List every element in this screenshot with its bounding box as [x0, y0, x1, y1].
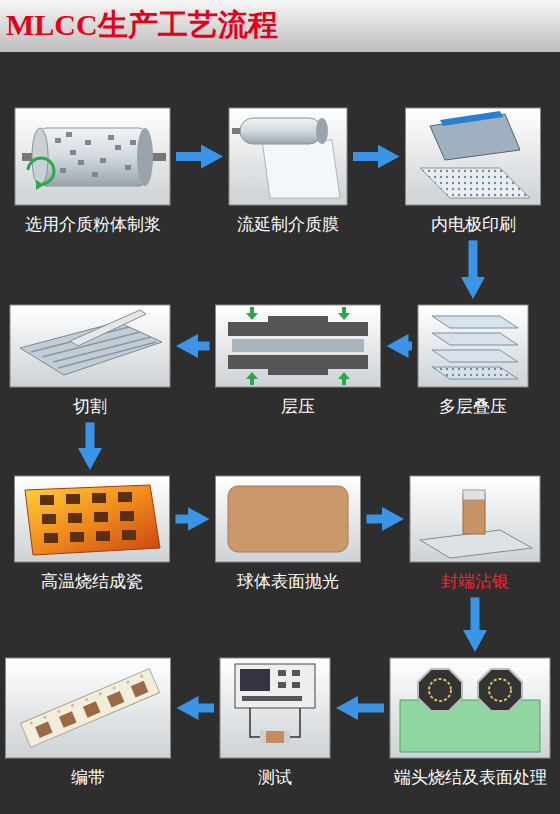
flow-arrow: [176, 515, 194, 524]
flow-arrow: [176, 152, 207, 161]
picture-slot: [216, 305, 381, 387]
picture-slot: [406, 108, 541, 205]
page-title: MLCC生产工艺流程: [6, 7, 278, 43]
step-label: 切割: [10, 396, 170, 416]
picture-slot: [15, 476, 170, 562]
step-label: 端头烧结及表面处理: [390, 767, 550, 787]
screen-printing-picture: [406, 108, 541, 205]
flow-arrow: [352, 704, 384, 713]
title-bar: [0, 0, 560, 52]
flow-arrow: [353, 152, 384, 161]
step-label: 编带: [6, 767, 171, 787]
process-step: 层压: [216, 305, 381, 416]
picture-slot: [15, 108, 170, 205]
tester-picture: [220, 658, 330, 758]
process-step: 封端沾银: [410, 476, 540, 591]
lamination-picture: [216, 305, 381, 387]
process-step: 流延制介质膜: [229, 108, 347, 234]
process-step: 选用介质粉体制浆: [15, 108, 170, 234]
flow-arrow: [367, 515, 389, 524]
step-label: 选用介质粉体制浆: [15, 214, 170, 234]
flow-arrow: [86, 422, 95, 454]
process-step: 编带: [6, 658, 171, 787]
process-step: 切割: [10, 305, 170, 416]
stacking-picture: [418, 305, 528, 387]
termination-picture: [410, 476, 540, 562]
flow-arrow: [469, 240, 478, 283]
sintering-picture: [15, 476, 170, 562]
process-step: 内电极印刷: [406, 108, 541, 234]
step-label: 封端沾银: [410, 571, 540, 591]
flow-arrow: [192, 342, 210, 351]
picture-slot: [229, 108, 347, 205]
flow-arrow: [471, 597, 480, 636]
process-step: 高温烧结成瓷: [15, 476, 170, 591]
step-label: 内电极印刷: [406, 214, 541, 234]
picture-slot: [220, 658, 330, 758]
picture-slot: [216, 476, 361, 562]
picture-slot: [418, 305, 528, 387]
tape-casting-picture: [229, 108, 347, 205]
flow-arrow: [193, 704, 215, 713]
polishing-picture: [216, 476, 361, 562]
step-label: 层压: [216, 396, 381, 416]
step-label: 高温烧结成瓷: [15, 571, 170, 591]
step-label: 测试: [220, 767, 330, 787]
flow-arrow: [403, 342, 413, 351]
process-step: 多层叠压: [418, 305, 528, 416]
process-step: 测试: [220, 658, 330, 787]
step-label: 流延制介质膜: [229, 214, 347, 234]
step-label: 球体表面抛光: [216, 571, 361, 591]
picture-slot: [410, 476, 540, 562]
picture-slot: [390, 658, 550, 758]
plating-tank-picture: [390, 658, 550, 758]
process-step: 球体表面抛光: [216, 476, 361, 591]
picture-slot: [10, 305, 170, 387]
step-label: 多层叠压: [418, 396, 528, 416]
ball-mill-picture: [15, 108, 170, 205]
cutting-picture: [10, 305, 170, 387]
taping-picture: [6, 658, 171, 758]
process-step: 端头烧结及表面处理: [390, 658, 550, 787]
picture-slot: [6, 658, 171, 758]
